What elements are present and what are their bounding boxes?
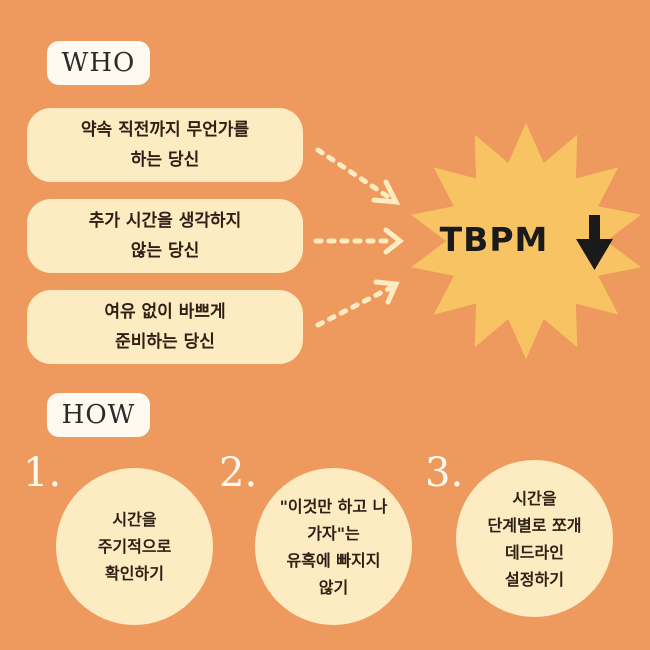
step-3-line-3: 데드라인 bbox=[505, 542, 564, 562]
step-2-line-2: 가자"는 bbox=[307, 523, 360, 543]
who-card-3: 여유 없이 바쁘게 준비하는 당신 bbox=[27, 290, 303, 364]
dotted-arrow-1 bbox=[315, 147, 401, 205]
step-number-2: 2. bbox=[219, 450, 258, 496]
dotted-arrows bbox=[313, 147, 405, 328]
who-card-1: 약속 직전까지 무언가를 하는 당신 bbox=[27, 108, 303, 182]
who-card-3-line1: 여유 없이 바쁘게 bbox=[104, 302, 226, 322]
step-2-line-1: "이것만 하고 나 bbox=[279, 496, 388, 516]
step-2-line-3: 유혹에 빠지지 bbox=[286, 550, 381, 570]
who-card-2-line2: 않는 당신 bbox=[130, 241, 200, 261]
step-1-line-1: 시간을 bbox=[112, 510, 157, 529]
how-label: HOW bbox=[47, 393, 150, 437]
tbpm-label: TBPM bbox=[440, 214, 595, 264]
step-number-3: 3. bbox=[425, 450, 464, 496]
step-3-line-4: 설정하기 bbox=[505, 569, 564, 589]
dotted-arrow-2 bbox=[313, 227, 405, 255]
who-label: WHO bbox=[47, 41, 150, 85]
who-card-3-line2: 준비하는 당신 bbox=[115, 332, 215, 352]
step-1-line-2: 주기적으로 bbox=[97, 537, 172, 556]
who-card-2-line1: 추가 시간을 생각하지 bbox=[88, 211, 242, 231]
who-card-2: 추가 시간을 생각하지 않는 당신 bbox=[27, 199, 303, 273]
who-card-1-line2: 하는 당신 bbox=[130, 150, 200, 170]
step-3-line-1: 시간을 bbox=[512, 488, 557, 508]
dotted-arrow-3 bbox=[315, 279, 400, 328]
step-2-line-4: 않기 bbox=[318, 577, 349, 597]
step-1-line-3: 확인하기 bbox=[105, 564, 164, 583]
arrow-down-icon bbox=[576, 215, 613, 270]
step-3-line-2: 단계별로 쪼개 bbox=[487, 515, 582, 535]
how-step-2: "이것만 하고 나 가자"는 유혹에 빠지지 않기 bbox=[255, 468, 412, 625]
step-number-1: 1. bbox=[23, 450, 62, 496]
how-step-1: 시간을 주기적으로 확인하기 bbox=[56, 468, 213, 625]
tbpm-text: TBPM bbox=[439, 219, 549, 259]
who-card-1-line1: 약속 직전까지 무언가를 bbox=[80, 120, 250, 140]
how-step-3: 시간을 단계별로 쪼개 데드라인 설정하기 bbox=[456, 460, 613, 617]
starburst-shape bbox=[411, 123, 641, 359]
